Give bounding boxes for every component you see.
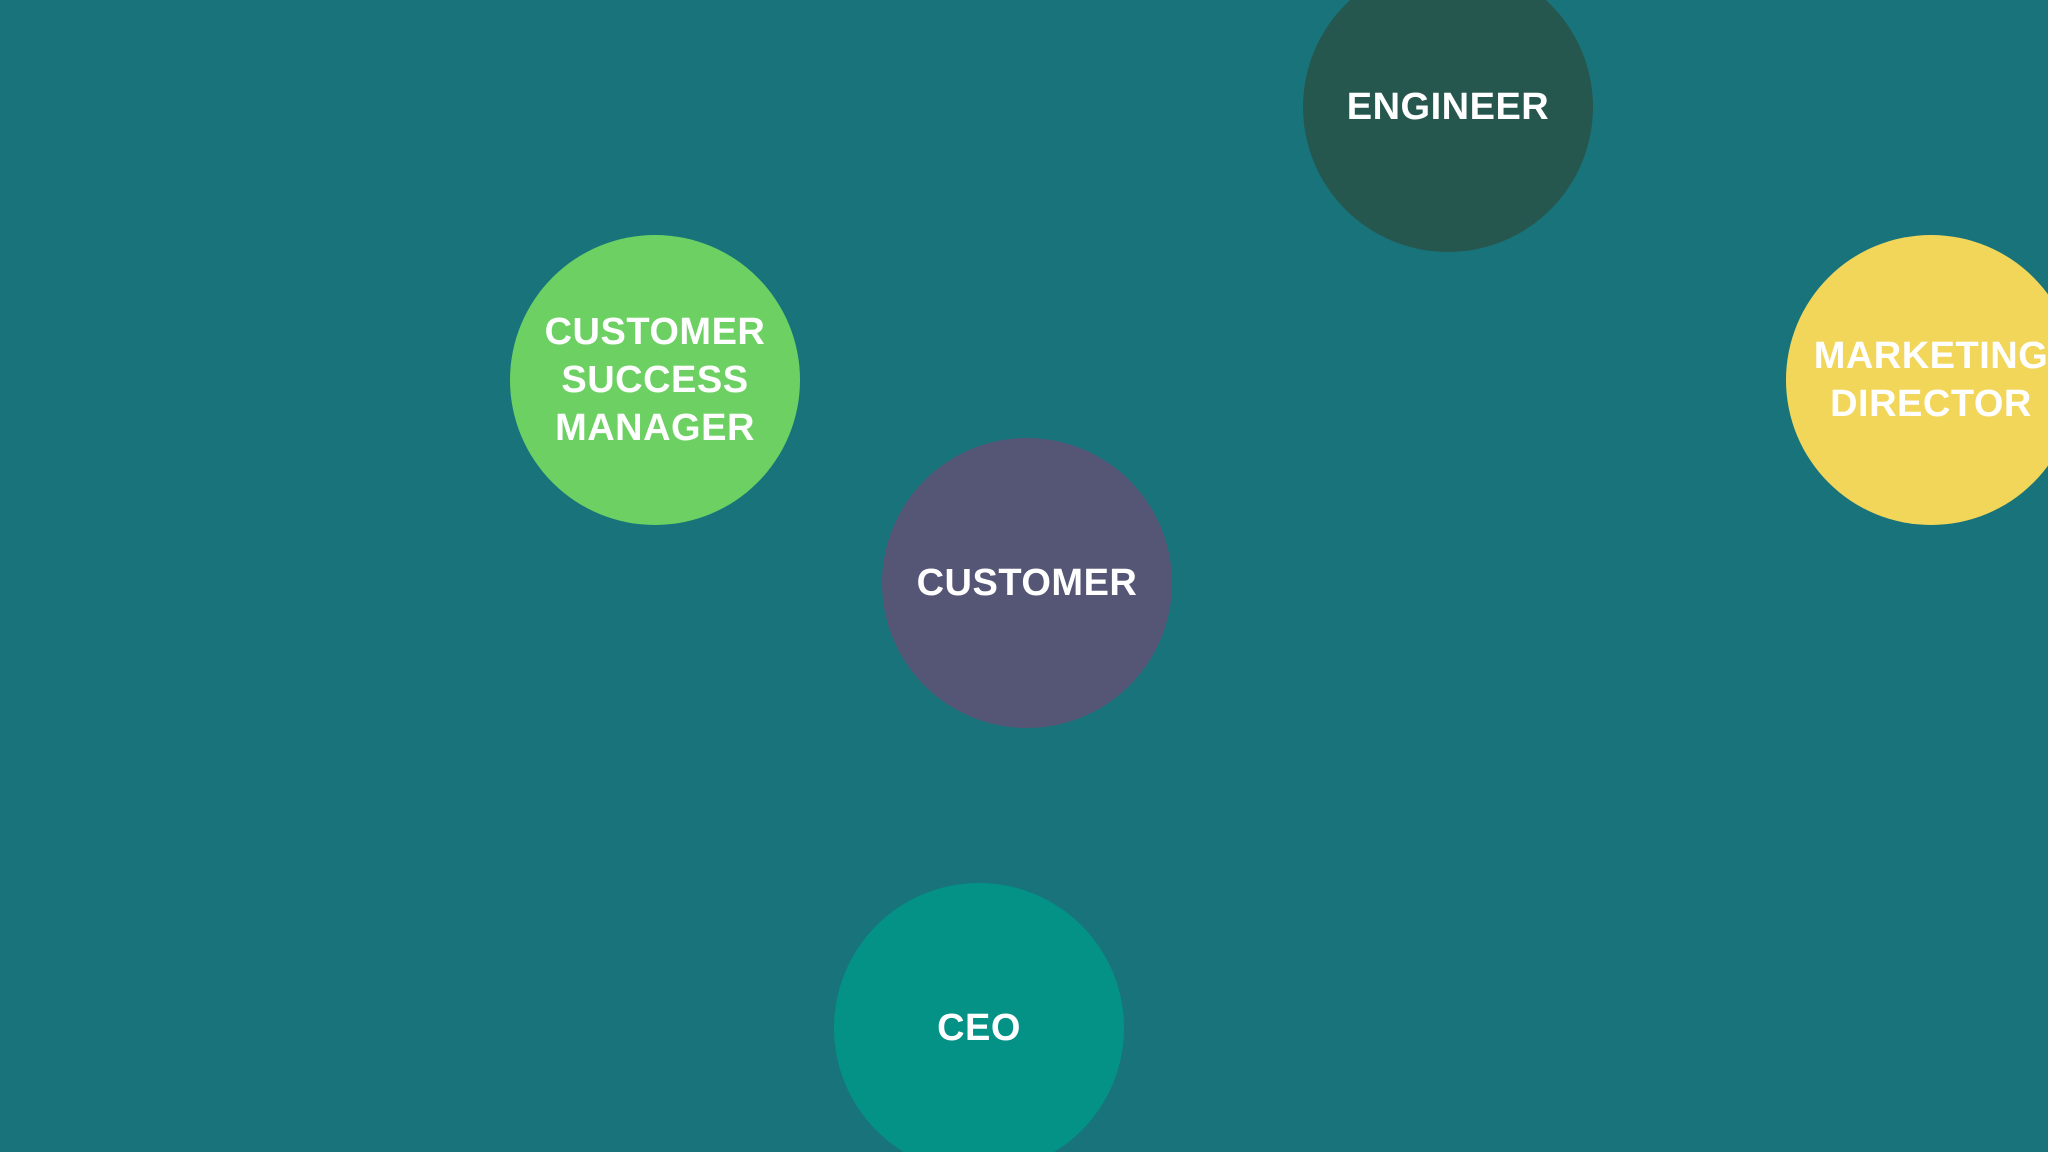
ceo-label: CEO	[937, 1007, 1021, 1049]
customer-success-manager-label: CUSTOMER SUCCESS MANAGER	[544, 311, 766, 449]
customer-label: CUSTOMER	[916, 562, 1138, 604]
customer-success-manager-node: CUSTOMER SUCCESS MANAGER	[510, 235, 800, 525]
marketing-director-node: MARKETING DIRECTOR	[1786, 235, 2048, 525]
marketing-director-label: MARKETING DIRECTOR	[1813, 335, 2048, 425]
ceo-node: CEO	[834, 883, 1124, 1152]
engineer-label: ENGINEER	[1346, 86, 1550, 128]
engineer-node: ENGINEER	[1303, 0, 1593, 252]
customer-node: CUSTOMER	[882, 438, 1172, 728]
